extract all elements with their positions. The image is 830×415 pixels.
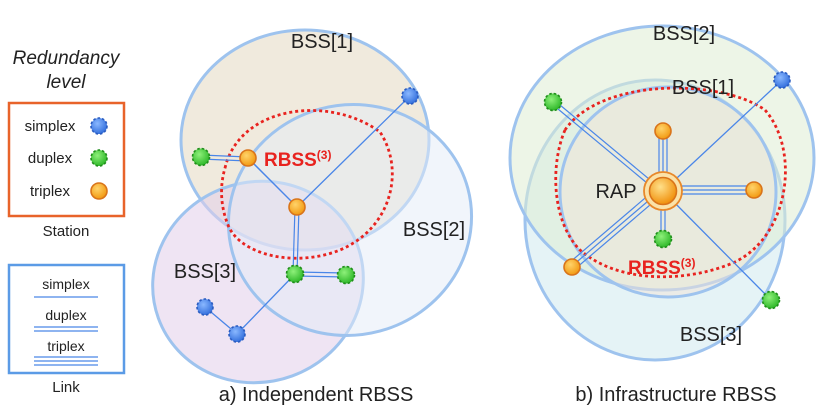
triplex-station [745,181,763,199]
rbss-label-a: RBSS(3) [264,148,331,171]
simplex-station-icon [90,117,108,135]
link-simplex [296,95,411,208]
diagram-independent-rbss: BSS[1] BSS[2] BSS[3] RBSS(3) a) Independ… [151,28,474,406]
link-simplex [236,273,296,335]
rbss-boundary-b [554,86,787,279]
rbss-label-b: RBSS(3) [628,256,695,279]
link-triplex [568,186,665,270]
bss3-label-b: BSS[3] [680,324,742,346]
triplex-station [563,258,581,276]
link-duplex [551,99,662,194]
diagram-infrastructure-rbss: BSS[2] BSS[1] BSS[3] RAP RBSS(3) b) Infr… [508,23,816,406]
triplex-station [654,122,672,140]
bss1-label-a: BSS[1] [291,31,353,53]
legend-station-caption: Station [43,223,90,240]
legend-station-duplex-label: duplex [28,150,73,167]
legend-station-simplex-label: simplex [25,118,76,135]
triplex-station [288,198,306,216]
legend-station-triplex-label: triplex [30,183,71,200]
caption-a: a) Independent RBSS [219,384,414,406]
legend-title-line2: level [46,72,86,93]
duplex-link-icon [34,326,98,332]
legend-link-caption: Link [52,379,80,396]
link-simplex [662,190,772,301]
rap-access-point [648,176,678,206]
triplex-station [239,149,257,167]
duplex-station [543,92,563,112]
duplex-station-icon [90,149,108,167]
link-simplex [662,79,783,192]
duplex-station [653,229,673,249]
simplex-station [401,87,419,105]
link-legend-box [7,263,126,375]
duplex-station [761,290,781,310]
duplex-station [285,264,305,284]
bss2-label-b: BSS[2] [653,23,715,45]
simplex-station [228,325,246,343]
rap-label: RAP [595,181,636,203]
simplex-station [773,71,791,89]
legend-link-triplex-label: triplex [47,338,84,354]
simplex-station [196,298,214,316]
duplex-station [191,147,211,167]
duplex-station [336,265,356,285]
link-duplex-vertical [292,206,300,275]
caption-b: b) Infrastructure RBSS [575,384,776,406]
bss1-label-b: BSS[1] [672,77,734,99]
triplex-link-icon [34,356,98,366]
legend-title-line1: Redundancy [13,48,121,69]
legend-link-duplex-label: duplex [45,307,86,323]
bss2-label-a: BSS[2] [403,219,465,241]
legend-link-simplex-label: simplex [42,276,89,292]
station-legend-box [7,101,126,218]
triplex-station-icon [90,182,108,200]
rbss-boundary-a [220,109,394,260]
bss3-label-a: BSS[3] [174,261,236,283]
legend: Redundancy level simplex duplex triplex … [7,48,126,396]
